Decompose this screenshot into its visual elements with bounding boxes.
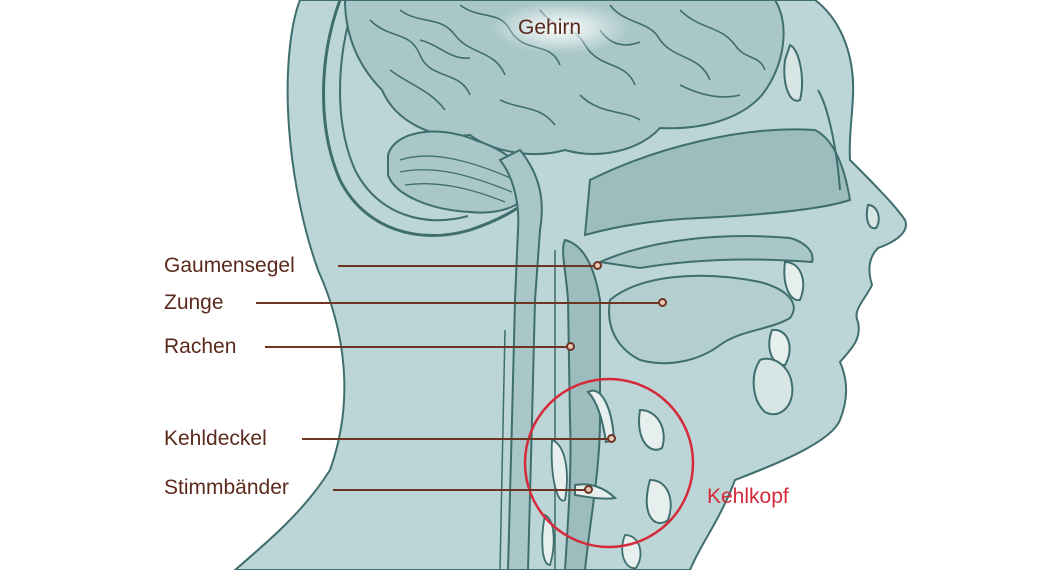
label-epiglottis: Kehldeckel xyxy=(164,427,267,450)
skull-contour xyxy=(322,0,531,238)
skull-inner-contour xyxy=(339,0,469,222)
nasal-cavity xyxy=(583,128,852,237)
leader-dot-soft-palate xyxy=(593,261,602,270)
brain-cerebrum xyxy=(343,0,785,156)
leader-dot-tongue xyxy=(658,298,667,307)
leader-line-epiglottis xyxy=(302,438,608,440)
leader-line-soft-palate xyxy=(338,265,594,267)
leader-dot-pharynx xyxy=(566,342,575,351)
tongue xyxy=(608,274,795,365)
label-vocal-cords: Stimmbänder xyxy=(164,476,289,499)
leader-line-vocal-cords xyxy=(333,489,585,491)
teeth xyxy=(768,260,805,367)
leader-line-pharynx xyxy=(265,346,567,348)
leader-dot-vocal-cords xyxy=(584,485,593,494)
leader-line-tongue xyxy=(256,302,659,304)
hard-palate xyxy=(596,235,814,270)
label-larynx: Kehlkopf xyxy=(707,485,789,508)
leader-dot-epiglottis xyxy=(607,434,616,443)
label-tongue: Zunge xyxy=(164,291,224,314)
label-pharynx: Rachen xyxy=(164,335,237,358)
larynx-highlight-circle xyxy=(523,377,695,549)
label-brain: Gehirn xyxy=(518,16,582,39)
label-soft-palate: Gaumensegel xyxy=(164,254,295,277)
